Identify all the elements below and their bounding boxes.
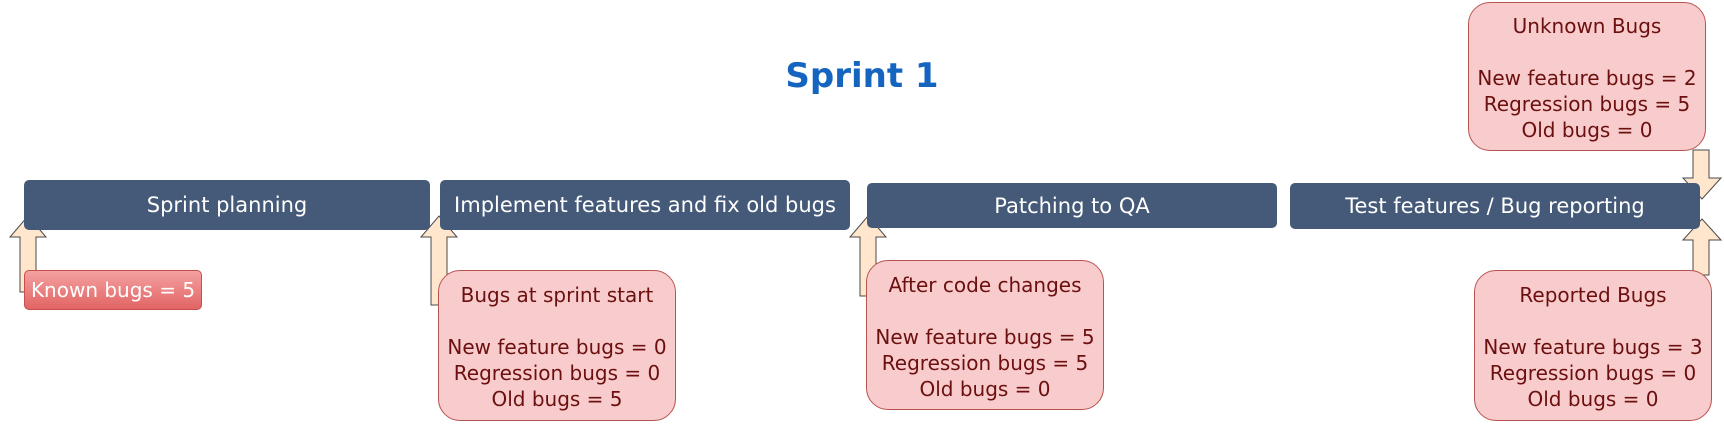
note-reported-bugs: Reported Bugs New feature bugs = 3 Regre… bbox=[1474, 270, 1712, 421]
stage-implement-features: Implement features and fix old bugs bbox=[440, 180, 850, 230]
note-bugs-at-sprint-start: Bugs at sprint start New feature bugs = … bbox=[438, 270, 676, 421]
stage-test-features: Test features / Bug reporting bbox=[1290, 183, 1700, 229]
stage-sprint-planning: Sprint planning bbox=[24, 180, 430, 230]
note-regression-bugs: Regression bugs = 5 bbox=[881, 351, 1089, 375]
note-after-code-changes: After code changes New feature bugs = 5 … bbox=[866, 260, 1104, 410]
note-new-feature-bugs: New feature bugs = 0 bbox=[447, 335, 667, 359]
note-regression-bugs: Regression bugs = 5 bbox=[1483, 92, 1691, 116]
note-unknown-bugs: Unknown Bugs New feature bugs = 2 Regres… bbox=[1468, 2, 1706, 151]
note-regression-bugs: Regression bugs = 0 bbox=[1489, 361, 1697, 385]
note-old-bugs: Old bugs = 0 bbox=[919, 377, 1051, 401]
note-new-feature-bugs: New feature bugs = 5 bbox=[875, 325, 1095, 349]
stage-patching-to-qa: Patching to QA bbox=[867, 183, 1277, 228]
note-old-bugs: Old bugs = 0 bbox=[1521, 118, 1653, 142]
note-heading: Unknown Bugs bbox=[1512, 14, 1662, 38]
note-heading: After code changes bbox=[888, 273, 1082, 297]
diagram-title: Sprint 1 bbox=[785, 56, 939, 96]
note-new-feature-bugs: New feature bugs = 2 bbox=[1477, 66, 1697, 90]
known-bugs-badge: Known bugs = 5 bbox=[24, 270, 202, 310]
note-old-bugs: Old bugs = 5 bbox=[491, 387, 623, 411]
note-old-bugs: Old bugs = 0 bbox=[1527, 387, 1659, 411]
note-heading: Bugs at sprint start bbox=[460, 283, 654, 307]
note-new-feature-bugs: New feature bugs = 3 bbox=[1483, 335, 1703, 359]
note-heading: Reported Bugs bbox=[1519, 283, 1667, 307]
arrow-reported-from-testing bbox=[1681, 218, 1723, 276]
note-regression-bugs: Regression bugs = 0 bbox=[453, 361, 661, 385]
